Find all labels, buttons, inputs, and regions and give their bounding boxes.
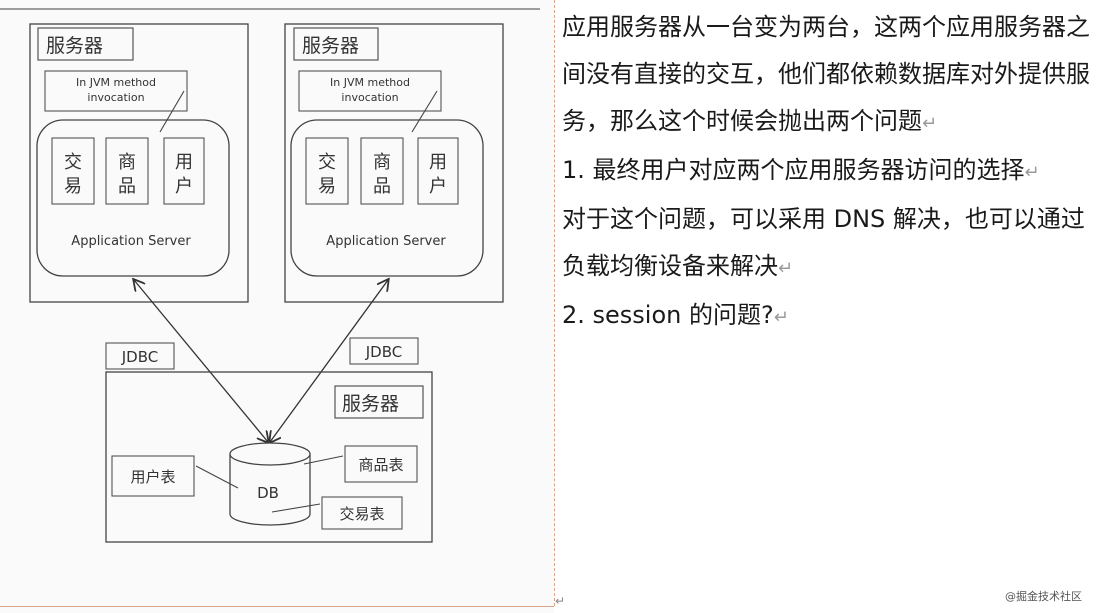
left-module-trade-text2: 易 bbox=[64, 176, 82, 197]
architecture-diagram: 服务器 In JVM method invocation 交 易 商 品 用 户… bbox=[0, 8, 540, 543]
right-app-server-box bbox=[290, 119, 484, 277]
arrow-left-to-db bbox=[134, 280, 268, 442]
table-goods-connector bbox=[303, 455, 344, 465]
left-server: 服务器 In JVM method invocation 交 易 商 品 用 户… bbox=[29, 23, 249, 303]
table-user-connector bbox=[195, 465, 239, 489]
right-module-goods-text1: 商 bbox=[373, 152, 391, 173]
right-jvm-note bbox=[298, 70, 442, 112]
right-module-user bbox=[417, 137, 459, 205]
left-app-server-box bbox=[36, 119, 230, 277]
paragraph-mark-icon: ↵ bbox=[778, 258, 794, 279]
paragraph-issue-2: 2. session 的问题?↵ bbox=[562, 292, 1094, 341]
right-jvm-line2: invocation bbox=[341, 91, 398, 104]
right-server-label-box bbox=[293, 27, 379, 61]
end-paragraph-mark-icon: ↵ bbox=[555, 594, 566, 608]
db-server: 服务器 DB 用户表 商品表 交易表 bbox=[105, 371, 433, 543]
diagram-canvas: 服务器 In JVM method invocation 交 易 商 品 用 户… bbox=[0, 8, 540, 543]
paragraph-solution-text: 对于这个问题，可以采用 DNS 解决，也可以通过负载均衡设备来解决 bbox=[562, 205, 1085, 280]
paragraph-intro: 应用服务器从一台变为两台，这两个应用服务器之间没有直接的交互，他们都依赖数据库对… bbox=[562, 4, 1094, 147]
left-module-user-text2: 户 bbox=[175, 176, 193, 197]
column-divider bbox=[554, 0, 555, 606]
db-server-label-box bbox=[334, 385, 424, 419]
left-server-frame bbox=[29, 23, 249, 303]
right-server-frame bbox=[284, 23, 504, 303]
paragraph-mark-icon: ↵ bbox=[1024, 162, 1040, 183]
left-jvm-line1: In JVM method bbox=[76, 76, 156, 89]
db-label: DB bbox=[257, 484, 279, 502]
watermark: @掘金技术社区 bbox=[1005, 590, 1082, 603]
right-jvm-pointer bbox=[411, 90, 438, 133]
paragraph-intro-text: 应用服务器从一台变为两台，这两个应用服务器之间没有直接的交互，他们都依赖数据库对… bbox=[562, 13, 1090, 135]
db-cylinder-icon bbox=[229, 442, 311, 526]
jdbc-right-label: JDBC bbox=[365, 343, 402, 361]
left-jvm-pointer bbox=[159, 90, 185, 133]
paragraph-issue-2-text: 2. session 的问题? bbox=[562, 301, 774, 329]
arrow-right-to-db bbox=[270, 280, 388, 442]
left-module-user bbox=[163, 137, 205, 205]
table-user-box bbox=[111, 455, 195, 497]
paragraph-mark-icon: ↵ bbox=[773, 307, 789, 328]
table-trade-box bbox=[321, 496, 403, 530]
left-server-label-box bbox=[37, 27, 134, 61]
left-module-goods-text2: 品 bbox=[118, 176, 136, 197]
right-module-trade bbox=[305, 137, 349, 205]
left-module-user-text1: 用 bbox=[175, 152, 193, 173]
right-module-trade-text2: 易 bbox=[318, 176, 336, 197]
right-jvm-line1: In JVM method bbox=[330, 76, 410, 89]
left-jvm-line2: invocation bbox=[87, 91, 144, 104]
right-module-goods bbox=[360, 137, 404, 205]
diagram-bottom-line bbox=[0, 606, 554, 607]
left-module-trade-text1: 交 bbox=[64, 152, 82, 173]
right-app-server-label: Application Server bbox=[326, 234, 446, 249]
left-app-server-label: Application Server bbox=[71, 234, 191, 249]
right-module-user-text1: 用 bbox=[429, 152, 447, 173]
paragraph-mark-icon: ↵ bbox=[922, 113, 938, 134]
left-module-goods bbox=[105, 137, 149, 205]
table-trade-connector bbox=[271, 503, 321, 513]
db-server-label: 服务器 bbox=[342, 393, 399, 415]
left-jvm-note bbox=[44, 70, 188, 112]
paragraph-issue-1: 1. 最终用户对应两个应用服务器访问的选择↵ bbox=[562, 147, 1094, 196]
right-module-goods-text2: 品 bbox=[373, 176, 391, 197]
right-server: 服务器 In JVM method invocation 交 易 商 品 用 户… bbox=[284, 23, 504, 303]
left-module-goods-text1: 商 bbox=[118, 152, 136, 173]
right-module-trade-text1: 交 bbox=[318, 152, 336, 173]
table-user-label: 用户表 bbox=[130, 468, 175, 486]
right-module-user-text2: 户 bbox=[429, 176, 447, 197]
right-server-label: 服务器 bbox=[302, 35, 359, 57]
db-server-frame bbox=[105, 371, 433, 543]
paragraph-solution: 对于这个问题，可以采用 DNS 解决，也可以通过负载均衡设备来解决↵ bbox=[562, 196, 1094, 292]
explanation-text: 应用服务器从一台变为两台，这两个应用服务器之间没有直接的交互，他们都依赖数据库对… bbox=[562, 4, 1094, 341]
left-server-label: 服务器 bbox=[46, 35, 103, 57]
table-trade-label: 交易表 bbox=[339, 505, 384, 523]
table-goods-label: 商品表 bbox=[358, 456, 403, 474]
jdbc-left-label: JDBC bbox=[121, 348, 158, 366]
table-goods-box bbox=[344, 445, 418, 483]
left-module-trade bbox=[51, 137, 95, 205]
paragraph-issue-1-text: 1. 最终用户对应两个应用服务器访问的选择 bbox=[562, 156, 1025, 184]
